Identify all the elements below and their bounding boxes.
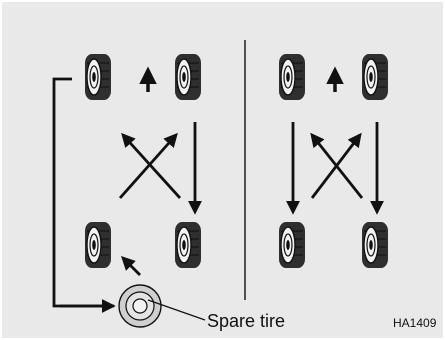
tire-rear-left-icon xyxy=(84,221,112,269)
diagonal-arrow-icon xyxy=(310,132,362,199)
figure-code-label: HA1409 xyxy=(393,316,437,330)
diagonal-arrow-icon xyxy=(121,132,182,199)
tire-rear-right-icon xyxy=(361,221,389,269)
spare-leader-line xyxy=(147,299,206,321)
spare-bracket-line xyxy=(52,77,114,308)
diagonal-arrow-icon xyxy=(118,132,178,199)
right-rotation-pattern xyxy=(278,53,389,269)
tire-front-right-icon xyxy=(361,53,389,101)
tire-front-left-icon xyxy=(278,53,306,101)
tire-rear-right-icon xyxy=(174,221,202,269)
spare-tire-icon xyxy=(118,284,162,328)
to-rear-left-arrow-icon xyxy=(121,256,141,276)
left-rotation-pattern xyxy=(52,53,206,328)
spare-tire-label: Spare tire xyxy=(207,311,285,331)
tire-front-left-icon xyxy=(84,53,112,101)
tire-front-right-icon xyxy=(174,53,202,101)
tire-rear-left-icon xyxy=(278,221,306,269)
